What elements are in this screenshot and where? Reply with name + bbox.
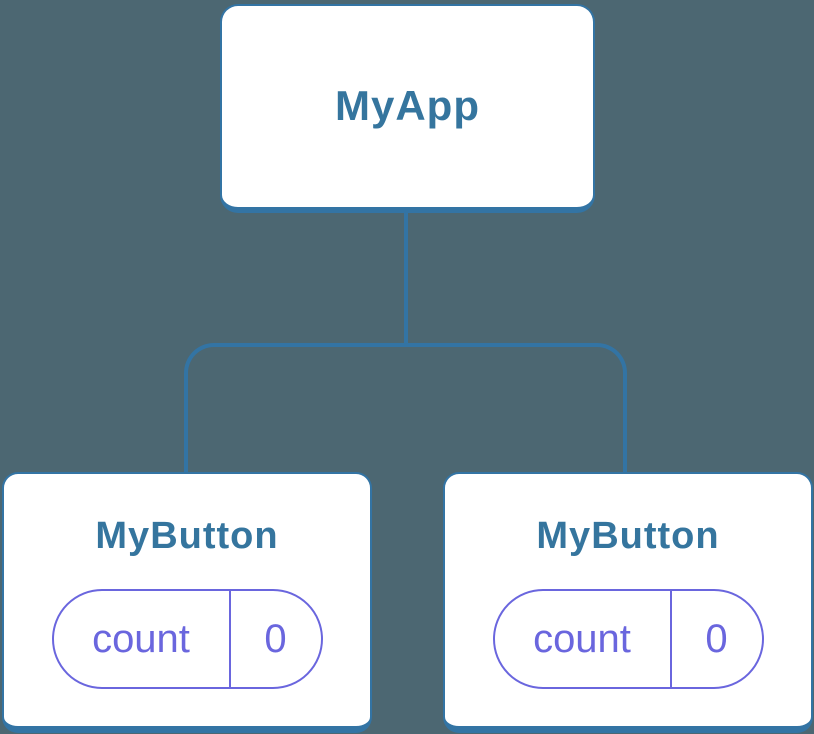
state-value: 0	[669, 590, 762, 687]
tree-node-myapp: MyApp	[220, 4, 595, 213]
connector-stem-line	[404, 211, 408, 347]
state-value: 0	[228, 590, 321, 687]
state-key: count	[533, 616, 631, 661]
connector-branch-bracket	[184, 343, 627, 475]
state-key: count	[92, 616, 190, 661]
node-label: MyButton	[95, 515, 279, 557]
state-pill: count 0	[492, 588, 764, 689]
node-label: MyApp	[335, 82, 480, 130]
tree-node-mybutton-left: MyButton count 0	[2, 472, 372, 733]
state-pill: count 0	[51, 588, 323, 689]
tree-node-mybutton-right: MyButton count 0	[443, 472, 813, 733]
node-label: MyButton	[536, 515, 720, 557]
